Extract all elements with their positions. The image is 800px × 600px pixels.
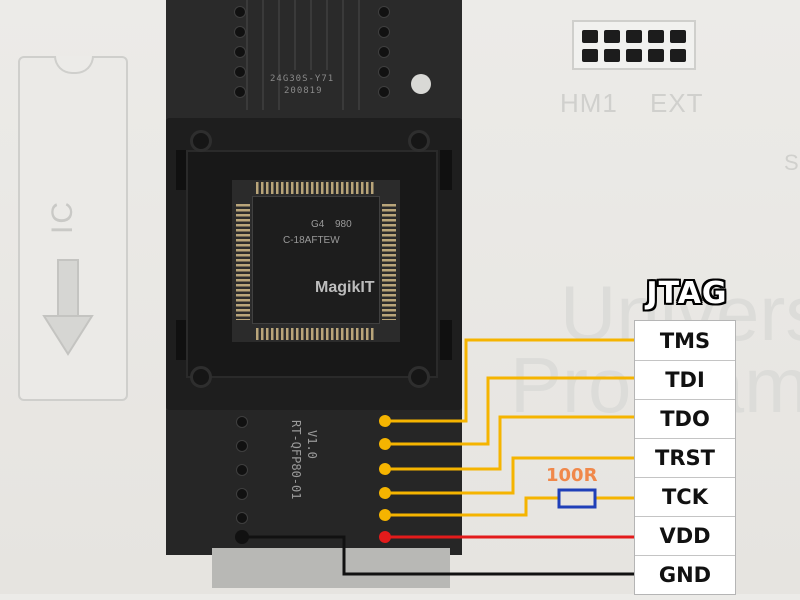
pin-hole [378,66,390,78]
board-white-dot [411,74,431,94]
pcb-trace [310,0,312,70]
pin-hole [378,6,390,18]
chip-part-number: C-18AFTEW [283,235,340,246]
pin-hole [234,6,246,18]
board-marking-line2: 200819 [284,86,323,96]
pin-hole [378,86,390,98]
pin-hole [234,46,246,58]
socket-latch [440,150,452,190]
pin-tdo-dot [379,463,391,475]
jtag-pin-vdd: VDD [635,516,735,555]
pin-hole [236,464,248,476]
header-label-ext: EXT [650,88,704,118]
header-pin [648,30,664,43]
pin-trst-dot [379,487,391,499]
pcb-trace [294,0,296,70]
pin-tdi-dot [379,438,391,450]
socket-post [408,130,430,152]
pin-hole [378,26,390,38]
jtag-pin-tdo: TDO [635,399,735,438]
header-pin [604,30,620,43]
qfp-chip: MagikIT C-18AFTEW G4 980 [252,196,380,324]
header-pin [626,49,642,62]
adapter-board-lower [166,410,462,555]
pcb-trace [246,0,248,110]
socket-latch [440,320,452,360]
pin-hole [234,86,246,98]
down-arrow-icon [42,259,94,356]
wire-tms [385,338,634,423]
socket-post [408,366,430,388]
header-pin [626,30,642,43]
jtag-title: JTAG [646,276,728,311]
pin-hole [378,46,390,58]
pcb-trace [358,0,360,110]
pin-header-10 [572,20,696,70]
pcb-trace [278,0,280,110]
header-label-hm1: HM1 [560,88,618,118]
pin-hole [234,26,246,38]
wire-tdi [385,376,634,446]
socket-latch [176,320,188,360]
header-pin [582,49,598,62]
pcb-trace [326,0,328,70]
pin-tck-dot [379,509,391,521]
adapter-board-top [166,0,462,118]
socket-post [190,366,212,388]
jtag-pin-tms: TMS [659,328,711,353]
jtag-pin-tck: TCK [635,477,735,516]
pin-hole [234,66,246,78]
chip-code: G4 [311,219,325,230]
jtag-pin-trst: TRST [635,438,735,477]
socket-latch [176,150,188,190]
chip-code-2: 980 [335,219,352,230]
header-pin [670,49,686,62]
header-pin [604,49,620,62]
header-pin [648,49,664,62]
pcb-trace [342,0,344,110]
wire-tck [385,496,558,517]
jtag-pin-tdi: TDI [635,360,735,399]
header-pin [670,30,686,43]
socket-post [190,130,212,152]
pin-tms-dot [379,415,391,427]
wire-trst [385,456,634,495]
pin-gnd-dot [235,530,249,544]
chip-pins-side [236,204,396,320]
background-text-fragment: S [784,150,799,175]
pcb-trace [262,0,264,110]
pin-hole [236,512,248,524]
jtag-pin-gnd: GND [635,555,735,594]
pin-hole [236,488,248,500]
resistor-symbol [557,488,597,509]
chip-logo: MagikIT [315,279,375,296]
pin-hole [236,440,248,452]
header-pin [582,30,598,43]
resistor-label: 100R [546,465,598,486]
cable-connector [212,548,450,588]
wire-tdo [385,415,634,471]
pin-hole [236,416,248,428]
jtag-pin-table: TMS TDI TDO TRST TCK VDD GND [634,320,736,595]
chip-pins [256,182,376,340]
wire-gnd [242,535,634,576]
board-marking-line1: 24G30S-Y71 [270,74,335,84]
pin-vdd-dot [379,531,391,543]
